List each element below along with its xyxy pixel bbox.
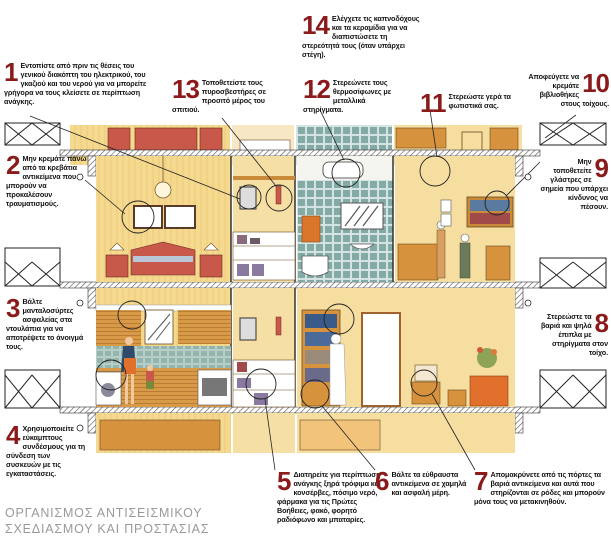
slab-1 [59, 149, 541, 157]
tip-text: Βάλτε τα εύθραυστα αντικείμενα σε χαμηλά… [391, 470, 467, 497]
tip-text: Αποφεύγετε να κρεμάτε βιβλιοθήκες στους … [528, 72, 609, 108]
balcony-railings [4, 122, 607, 409]
tip-text: Στερεώνετε τους θερμοσίφωνες με μεταλλικ… [303, 78, 392, 114]
tip-8: 8 Στερεώστε τα βαριά και ψηλά έπιπλα με … [536, 308, 610, 357]
tip-7: 7 Απομακρύνετε από τις πόρτες τα βαριά α… [474, 466, 610, 506]
tip-3: 3 Βάλτε μανταλοσύρτες ασφαλείας στα ντου… [6, 293, 86, 351]
tip-text: Τοποθετείστε τους πυροσβεστήρες σε προσι… [172, 78, 266, 114]
tip-number: 14 [302, 10, 330, 40]
tip-13: 13 Τοποθετείστε τους πυροσβεστήρες σε πρ… [172, 74, 292, 114]
floor-upper [96, 156, 515, 282]
tip-text: Βάλτε μανταλοσύρτες ασφαλείας στα ντουλά… [6, 297, 84, 351]
callout-circles [95, 155, 510, 409]
tip-number: 7 [474, 466, 489, 496]
tip-text: Χρησιμοποιείτε εύκαμπτους συνδέσμους για… [6, 424, 86, 478]
tip-number: 5 [277, 466, 292, 496]
slab-2 [59, 281, 541, 289]
tip-text: Απομακρύνετε από τις πόρτες τα βαριά αντ… [474, 470, 605, 506]
tip-number: 11 [420, 88, 446, 118]
tip-number: 10 [582, 68, 610, 98]
tip-number: 8 [594, 308, 610, 338]
tip-text: Στερεώστε γερά τα φωτιστικά σας. [448, 92, 511, 110]
tip-text: Διατηρείτε για περίπτωση ανάγκης ξηρά τρ… [277, 470, 381, 524]
tip-11: 11 Στερεώστε γερά τα φωτιστικά σας. [420, 88, 520, 118]
tip-text: Μην κρεμάτε πάνω από τα κρεβάτια αντικεί… [6, 154, 87, 208]
tip-14: 14 Ελέγχετε τις καπνοδόχους και τα κεραμ… [302, 10, 420, 59]
slab-3 [59, 406, 541, 414]
tip-text: Ελέγχετε τις καπνοδόχους και τα κεραμίδι… [302, 14, 420, 59]
tip-text: Εντοπίστε από πριν τις θέσεις του γενικο… [4, 61, 147, 106]
tip-text: Στερεώστε τα βαριά και ψηλά έπιπλα με στ… [540, 312, 608, 357]
tip-number: 12 [303, 74, 331, 104]
tip-number: 13 [172, 74, 200, 104]
tip-number: 2 [6, 150, 21, 180]
tip-number: 6 [375, 466, 390, 496]
tip-number: 4 [6, 420, 21, 450]
tip-6: 6 Βάλτε τα εύθραυστα αντικείμενα σε χαμη… [375, 466, 470, 497]
floor-middle [95, 288, 515, 408]
tip-number: 3 [6, 293, 21, 323]
organization-name: ΟΡΓΑΝΙΣΜΟΣ ΑΝΤΙΣΕΙΣΜΙΚΟΥ ΣΧΕΔΙΑΣΜΟΥ ΚΑΙ … [5, 505, 209, 537]
tip-number: 1 [4, 57, 19, 87]
tip-4: 4 Χρησιμοποιείτε εύκαμπτους συνδέσμους γ… [6, 420, 86, 478]
organization-name-line-2: ΣΧΕΔΙΑΣΜΟΥ ΚΑΙ ΠΡΟΣΤΑΣΙΑΣ [5, 522, 210, 536]
tip-12: 12 Στερεώνετε τους θερμοσίφωνες με μεταλ… [303, 74, 403, 114]
tip-1: 1 Εντοπίστε από πριν τις θέσεις του γενι… [4, 57, 154, 106]
tip-10: 10 Αποφεύγετε να κρεμάτε βιβλιοθήκες στο… [525, 68, 610, 108]
tip-9: 9 Μην τοποθετείτε γλάστρες σε σημεία που… [540, 153, 610, 211]
tip-2: 2 Μην κρεμάτε πάνω από τα κρεβάτια αντικ… [6, 150, 92, 208]
leader-lines [29, 109, 577, 471]
tip-number: 9 [594, 153, 610, 183]
organization-name-line-1: ΟΡΓΑΝΙΣΜΟΣ ΑΝΤΙΣΕΙΣΜΙΚΟΥ [5, 506, 203, 520]
attic-floor [70, 125, 522, 165]
floor-ground [96, 413, 515, 453]
tip-5: 5 Διατηρείτε για περίπτωση ανάγκης ξηρά … [277, 466, 387, 524]
tip-text: Μην τοποθετείτε γλάστρες σε σημεία που υ… [540, 157, 609, 211]
